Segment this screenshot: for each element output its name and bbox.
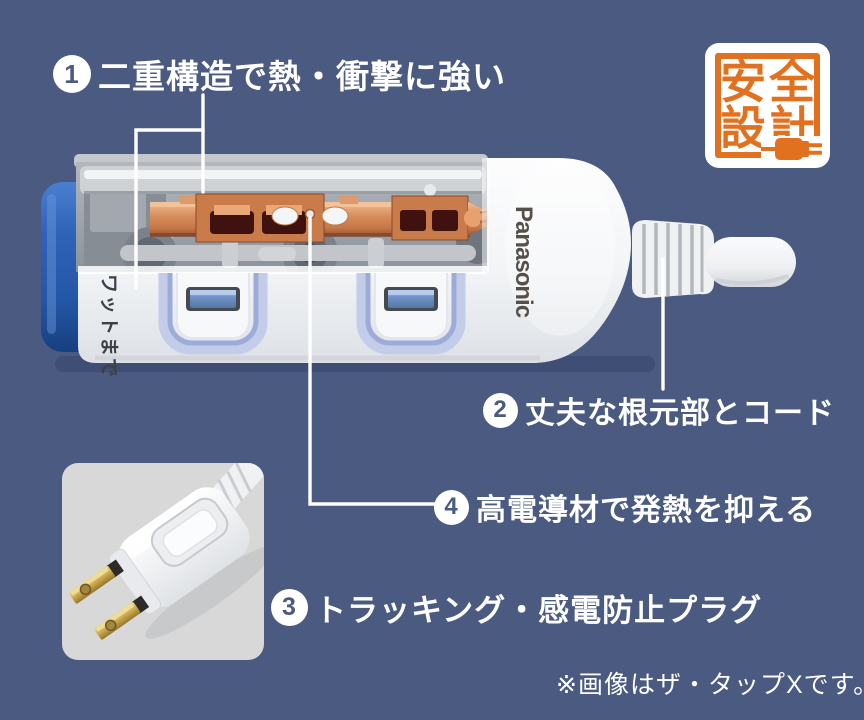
callout-2-label: 丈夫な根元部とコード <box>525 397 835 430</box>
callout-line-1b <box>134 128 205 290</box>
callout-1-label: 二重構造で熱・衝撃に強い <box>98 58 506 95</box>
footnote: ※画像はザ・タップXです。 <box>556 671 864 699</box>
callout-4: 4 高電導材で発熱を抑える <box>434 485 816 529</box>
callout-1-number: 1 <box>53 55 91 93</box>
callout-3-label: トラッキング・感電防止プラグ <box>315 593 763 628</box>
strain-relief <box>632 220 714 298</box>
outlet-1 <box>158 273 268 355</box>
callout-4-number: 4 <box>434 489 469 525</box>
safety-design-badge: 安全 設計 <box>705 43 830 168</box>
badge-words: 安全 設計 <box>705 43 830 168</box>
plug-photo <box>69 463 264 640</box>
callout-3: 3 トラッキング・感電防止プラグ <box>271 585 762 630</box>
plug-icon <box>761 136 827 162</box>
callout-2-number: 2 <box>483 392 518 428</box>
power-cord <box>706 237 796 287</box>
callout-4-label: 高電導材で発熱を抑える <box>476 494 817 527</box>
outlet-2 <box>356 273 466 355</box>
callout-3-number: 3 <box>271 589 308 626</box>
body-label-text: ワットまで <box>98 274 120 379</box>
callout-line-4 <box>308 216 438 506</box>
badge-word-top: 安全 <box>720 55 818 108</box>
callout-2: 2 丈夫な根元部とコード <box>483 388 835 432</box>
brand-logo-text: Panasonic <box>510 206 537 318</box>
plug-photo-box <box>62 463 264 660</box>
callout-1: 1 二重構造で熱・衝撃に強い <box>53 50 506 98</box>
